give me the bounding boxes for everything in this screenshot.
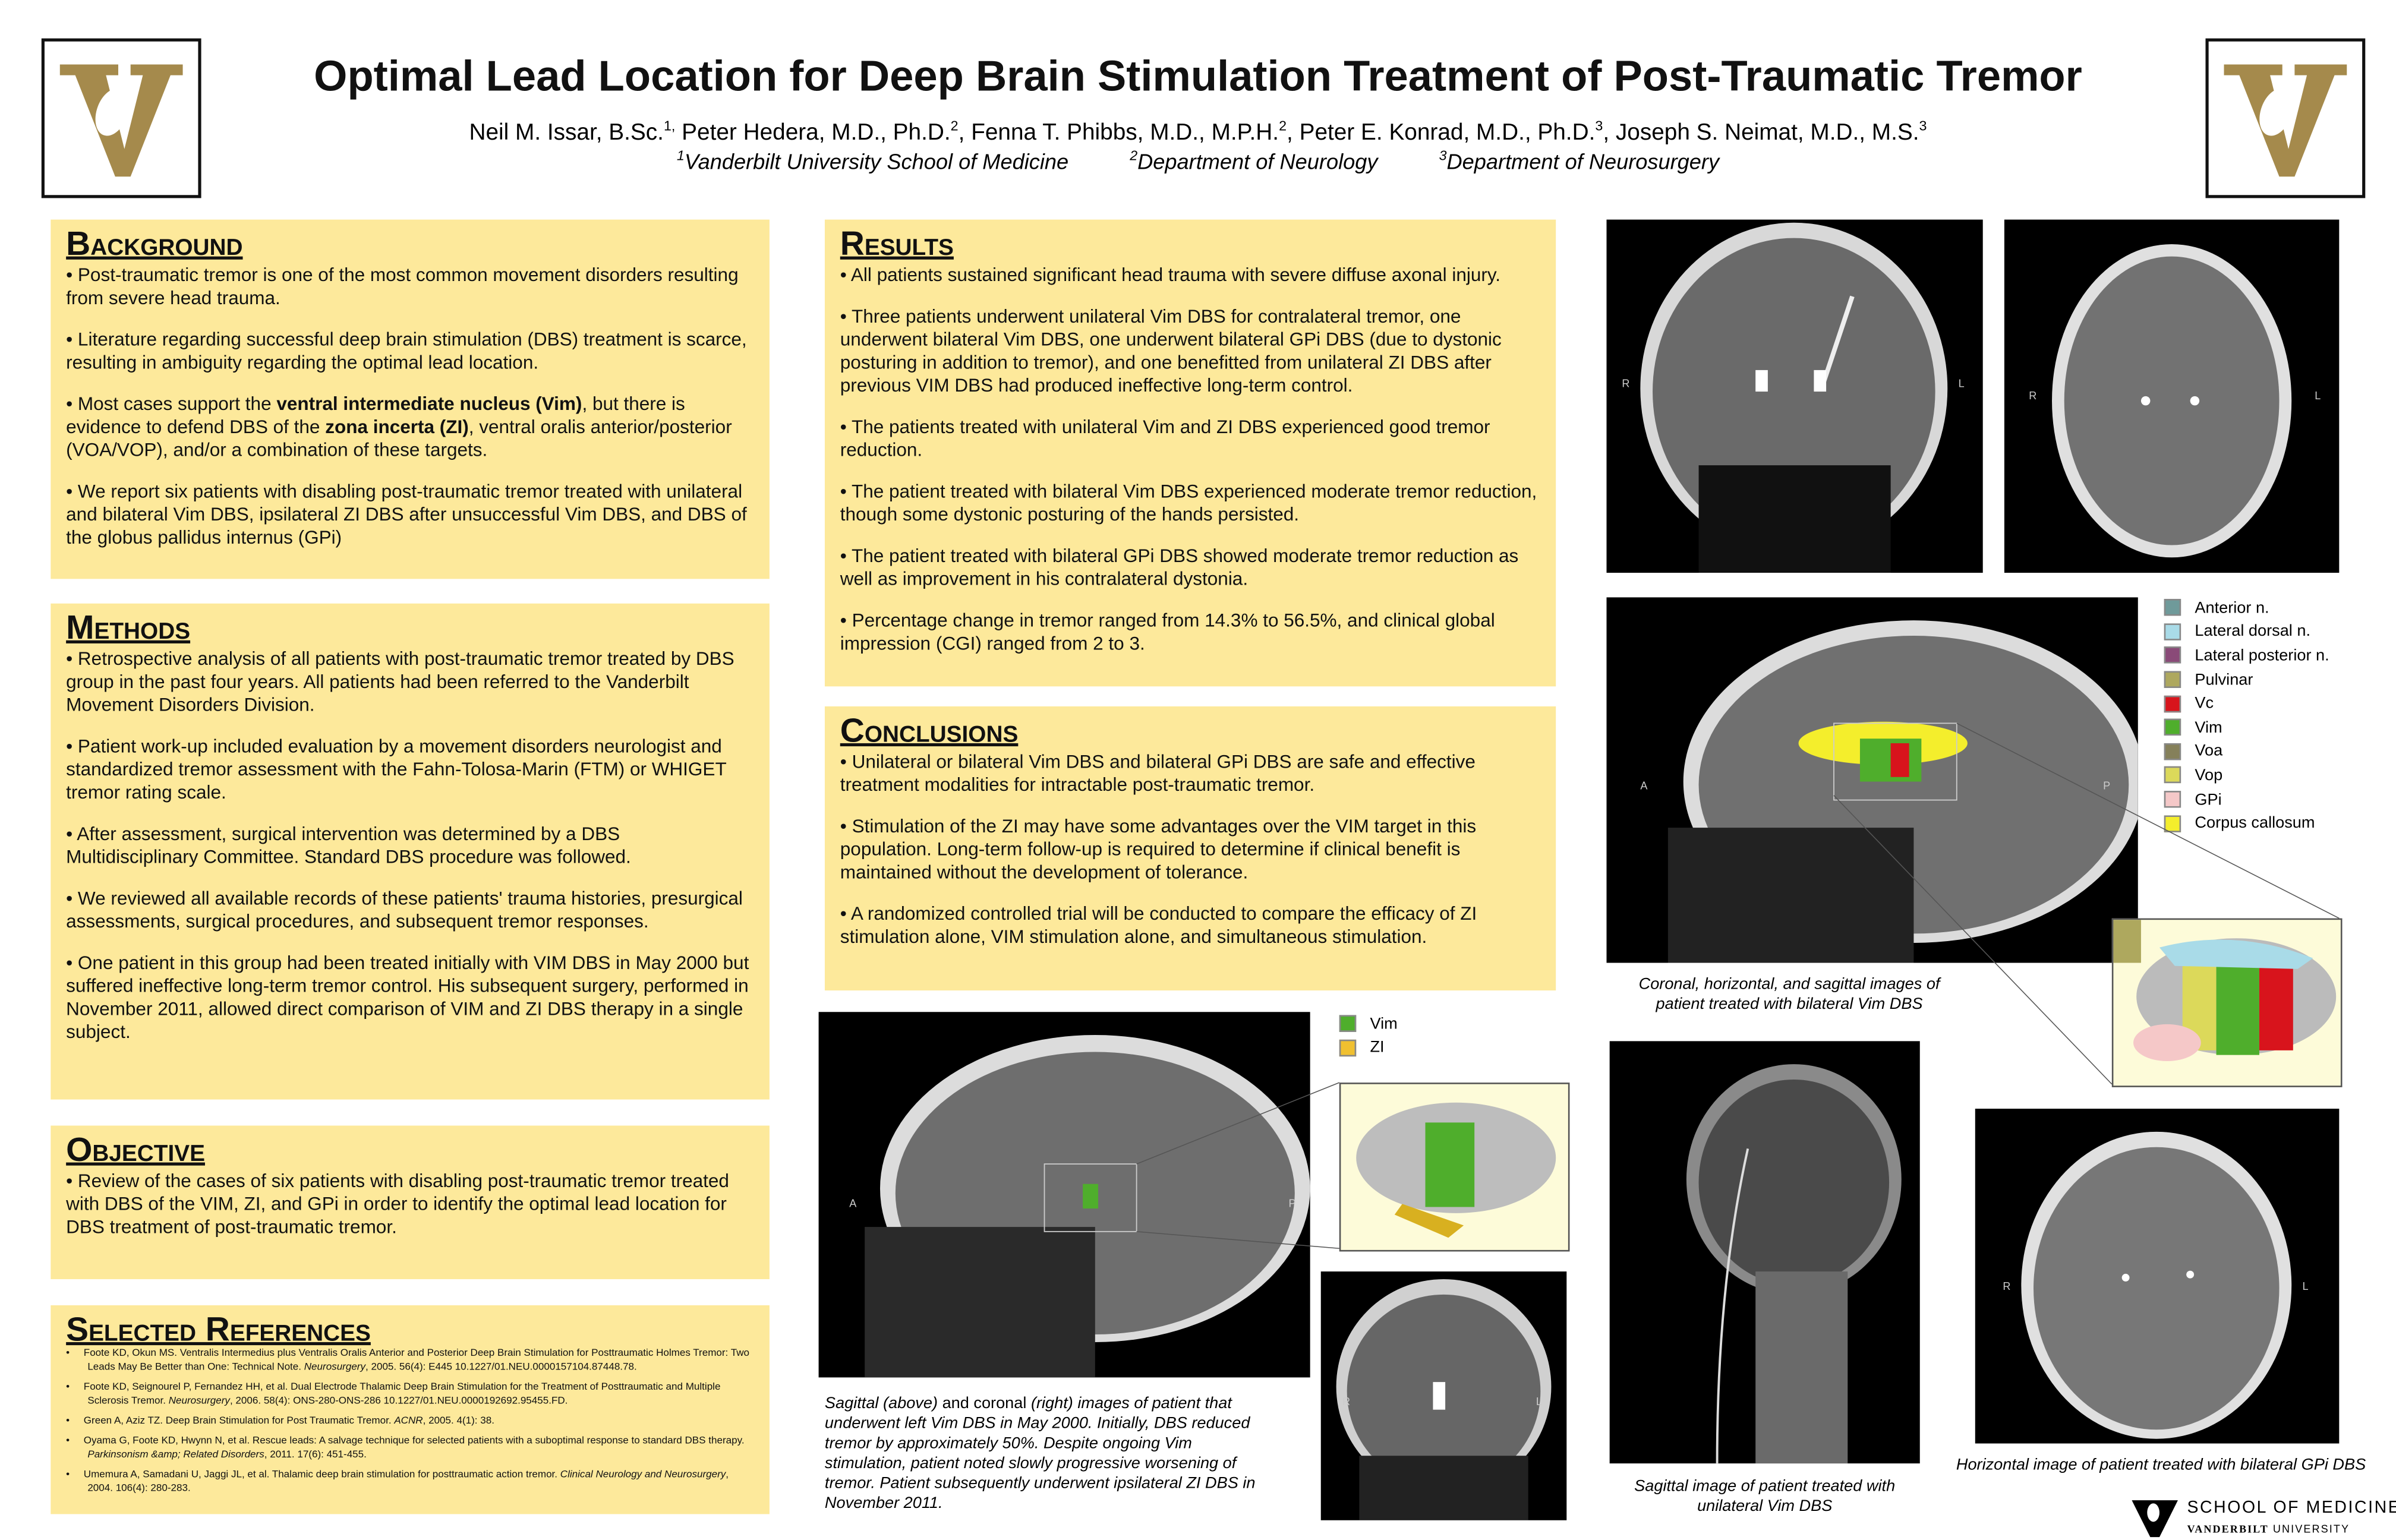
sagittal-xray-image (1609, 1041, 1920, 1464)
bullet: Retrospective analysis of all patients w… (66, 648, 754, 717)
vim-zi-3d-inset (1339, 1083, 1570, 1252)
reference-item: Oyama G, Foote KD, Hwynn N, et al. Rescu… (66, 1434, 754, 1462)
bullet: One patient in this group had been treat… (66, 952, 754, 1044)
objective-panel: Objective Review of the cases of six pat… (51, 1125, 770, 1279)
author: Joseph S. Neimat, M.D., M.S. (1615, 119, 1919, 146)
bullet: Review of the cases of six patients with… (66, 1170, 754, 1239)
reference-item: Green A, Aziz TZ. Deep Brain Stimulation… (66, 1414, 754, 1428)
legend-item: GPi (2164, 787, 2329, 811)
bullet: Most cases support the ventral intermedi… (66, 393, 754, 462)
reference-item: Foote KD, Seignourel P, Fernandez HH, et… (66, 1381, 754, 1409)
reference-item: Foote KD, Okun MS. Ventralis Intermedius… (66, 1347, 754, 1375)
bullet: We reviewed all available records of the… (66, 888, 754, 934)
thalamus-legend: Anterior n. Lateral dorsal n. Lateral po… (2164, 596, 2329, 835)
legend-item: ZI (1339, 1036, 1398, 1060)
caption-unilateral-vim: Sagittal image of patient treated with u… (1634, 1477, 1896, 1516)
oak-leaf-v-icon (59, 64, 183, 177)
legend-item: Vim (2164, 715, 2329, 739)
legend-item: Vop (2164, 763, 2329, 787)
bullet: A randomized controlled trial will be co… (840, 903, 1541, 949)
section-heading: Results (840, 224, 954, 263)
vanderbilt-v-icon (2132, 1500, 2178, 1538)
author-list: Neil M. Issar, B.Sc.1, Peter Hedera, M.D… (469, 118, 1927, 146)
section-heading: Methods (66, 608, 191, 647)
bullet: Unilateral or bilateral Vim DBS and bila… (840, 751, 1541, 797)
affiliations: 1Vanderbilt University School of Medicin… (215, 147, 2181, 173)
affiliation: 3Department of Neurosurgery (1439, 147, 1720, 173)
bullet: Post-traumatic tremor is one of the most… (66, 264, 754, 311)
bullet: Three patients underwent unilateral Vim … (840, 305, 1541, 397)
school-of-medicine-logo: SCHOOL OF MEDICINE VANDERBILT UNIVERSITY (2132, 1497, 2396, 1540)
caption-zi: Sagittal (above) and coronal (right) ima… (824, 1394, 1256, 1513)
methods-panel: Methods Retrospective analysis of all pa… (51, 603, 770, 1100)
author: Neil M. Issar, B.Sc. (469, 119, 664, 146)
legend-item: Lateral posterior n. (2164, 643, 2329, 667)
section-heading: Objective (66, 1130, 205, 1169)
bullet: The patient treated with bilateral Vim D… (840, 481, 1541, 527)
caption-bilateral-vim: Coronal, horizontal, and sagittal images… (1638, 975, 1940, 1014)
reference-item: Umemura A, Samadani U, Jaggi JL, et al. … (66, 1468, 754, 1496)
oak-leaf-v-icon (2224, 64, 2347, 177)
caption-gpi: Horizontal image of patient treated with… (1956, 1456, 2366, 1475)
background-panel: Background Post-traumatic tremor is one … (51, 219, 770, 579)
bullet: Stimulation of the ZI may have some adva… (840, 815, 1541, 884)
bullet: We report six patients with disabling po… (66, 481, 754, 550)
affiliation: 2Department of Neurology (1130, 147, 1378, 173)
bullet: All patients sustained significant head … (840, 264, 1541, 288)
vanderbilt-logo-right (2205, 38, 2366, 198)
section-heading: Selected References (66, 1309, 371, 1349)
vim-zi-legend: Vim ZI (1339, 1012, 1398, 1060)
poster-title: Optimal Lead Location for Deep Brain Sti… (314, 52, 2082, 100)
legend-item: Corpus callosum (2164, 812, 2329, 835)
legend-item: Pulvinar (2164, 668, 2329, 692)
section-heading: Conclusions (840, 711, 1019, 750)
conclusions-panel: Conclusions Unilateral or bilateral Vim … (824, 706, 1556, 991)
author: Fenna T. Phibbs, M.D., M.P.H. (971, 119, 1279, 146)
author: Peter E. Konrad, M.D., Ph.D. (1299, 119, 1596, 146)
results-panel: Results All patients sustained significa… (824, 219, 1556, 687)
legend-item: Vim (1339, 1012, 1398, 1036)
bullet: The patient treated with bilateral GPi D… (840, 545, 1541, 592)
vanderbilt-logo-left (41, 38, 201, 198)
legend-item: Vc (2164, 692, 2329, 715)
bullet: Literature regarding successful deep bra… (66, 329, 754, 375)
section-heading: Background (66, 224, 243, 263)
legend-item: Lateral dorsal n. (2164, 620, 2329, 643)
bullet: Percentage change in tremor ranged from … (840, 610, 1541, 656)
references-panel: Selected References Foote KD, Okun MS. V… (51, 1305, 770, 1514)
bullet: After assessment, surgical intervention … (66, 823, 754, 869)
bullet: The patients treated with unilateral Vim… (840, 416, 1541, 462)
author: Peter Hedera, M.D., Ph.D. (682, 119, 951, 146)
legend-item: Anterior n. (2164, 596, 2329, 620)
thalamus-3d-inset (2111, 918, 2343, 1087)
bullet: Patient work-up included evaluation by a… (66, 736, 754, 804)
affiliation: 1Vanderbilt University School of Medicin… (676, 147, 1069, 173)
legend-item: Voa (2164, 740, 2329, 763)
